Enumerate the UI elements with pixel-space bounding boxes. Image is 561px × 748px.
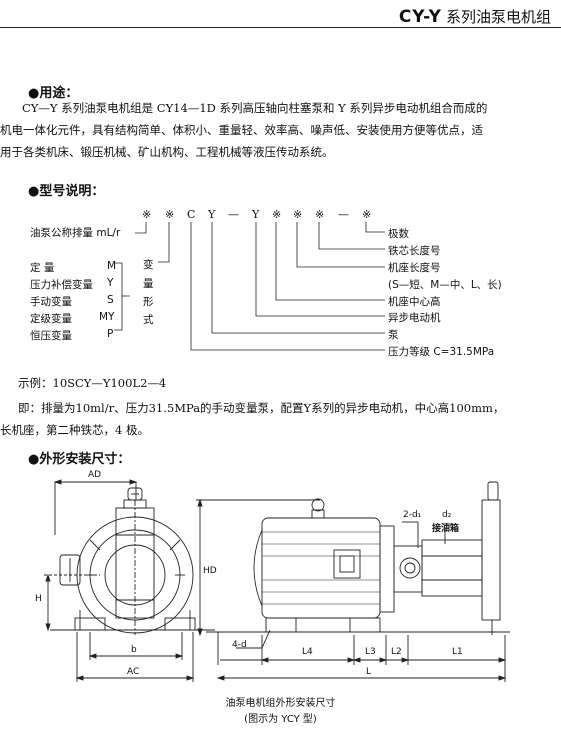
- dim-label-oil-box: 接油箱: [432, 524, 460, 534]
- usage-line: 用于各类机床、锻压机械、矿山机构、工程机械等液压传动系统。: [0, 145, 334, 159]
- variable-type-name: 恒压变量: [30, 330, 72, 342]
- pump-motor-drawing: [44, 479, 510, 682]
- header-title-bold: CY-Y: [398, 7, 442, 27]
- code-meaning-label: 机座长度号: [388, 262, 441, 274]
- variable-type-name: 手动变量: [30, 296, 72, 308]
- code-meaning-label: 极数: [388, 228, 409, 240]
- dim-label-L4: L4: [302, 647, 313, 657]
- example-label: 示例：10SCY—Y100L2—4: [18, 376, 167, 390]
- example-line: 即：排量为10ml/r、压力31.5MPa的手动变量泵，配置Y系列的异步电动机，…: [18, 401, 505, 415]
- variable-type-code: MY: [99, 311, 115, 323]
- code-char: ※: [165, 208, 175, 221]
- code-char: ※: [315, 208, 325, 221]
- dim-label-d2: d₂: [442, 510, 452, 520]
- code-meaning-label: 铁芯长度号: [388, 245, 441, 257]
- dim-label-L1: L1: [452, 647, 463, 657]
- dim-label-AD: AD: [88, 470, 102, 480]
- dim-label-L2: L2: [391, 647, 402, 657]
- dim-label-L: L: [366, 667, 372, 677]
- code-meaning-label: 压力等级 C=31.5MPa: [388, 346, 495, 358]
- code-char: —: [228, 208, 239, 221]
- variable-type-code: Y: [107, 277, 114, 289]
- code-char: —: [338, 208, 349, 221]
- usage-paragraph: CY—Y 系列油泵电机组是 CY14—1D 系列高压轴向柱塞泵和 Y 系列异步电…: [0, 97, 488, 163]
- variable-type-code: M: [107, 260, 117, 272]
- variable-type-code: S: [107, 294, 114, 306]
- example-line: 长机座，第二种铁芯，4 极。: [0, 423, 149, 437]
- dim-label-HD: HD: [203, 566, 217, 576]
- dim-label-H: H: [35, 594, 42, 604]
- variable-type-name: 压力补偿变量: [30, 279, 93, 291]
- dim-label-L3: L3: [365, 647, 376, 657]
- variable-type-name: 定级变量: [30, 313, 72, 325]
- dimensions-heading: ●外形安装尺寸：: [28, 452, 131, 467]
- usage-heading: ●用途：: [28, 86, 79, 101]
- code-char: ※: [142, 208, 152, 221]
- code-char: ※: [362, 208, 372, 221]
- variable-type-code: P: [107, 328, 114, 340]
- variable-word-char: 式: [143, 314, 154, 326]
- code-char: ※: [293, 208, 303, 221]
- figure-subcaption: (图示为 YCY 型): [244, 714, 317, 725]
- header-title-rest: 系列油泵电机组: [445, 8, 551, 26]
- usage-line: 机电一体化元件，具有结构简单、体积小、重量轻、效率高、噪声低、安装使用方便等优点…: [0, 123, 483, 137]
- header-rule: [0, 27, 561, 28]
- variable-type-name: 定 量: [30, 262, 55, 274]
- dim-label-2-d1: 2-d₁: [403, 510, 422, 520]
- code-meaning-label: 泵: [388, 329, 399, 341]
- displacement-label: 油泵公称排量 mL/r: [30, 227, 121, 239]
- code-char: Y: [208, 208, 216, 221]
- figure-caption: 油泵电机组外形安装尺寸: [225, 698, 336, 709]
- variable-word-char: 形: [143, 296, 154, 308]
- code-meaning-label: 异步电动机: [388, 312, 441, 324]
- code-char: ※: [272, 208, 282, 221]
- model-code-leader-lines: [114, 222, 385, 351]
- usage-line: CY—Y 系列油泵电机组是 CY14—1D 系列高压轴向柱塞泵和 Y 系列异步电…: [22, 101, 488, 115]
- code-meaning-label: 机座中心高: [388, 296, 441, 308]
- code-char: C: [187, 208, 196, 221]
- dim-label-AC: AC: [127, 667, 140, 677]
- example-description: 即：排量为10ml/r、压力31.5MPa的手动变量泵，配置Y系列的异步电动机，…: [0, 397, 504, 441]
- model-heading: ●型号说明：: [28, 184, 105, 199]
- dim-label-b: b: [131, 645, 137, 655]
- code-meaning-label: (S—短、M—中、L、长): [388, 279, 502, 291]
- dim-label-4-d: 4-d: [232, 640, 247, 650]
- variable-word-char: 量: [143, 278, 154, 290]
- code-char: Y: [252, 208, 260, 221]
- variable-word-char: 变: [143, 259, 154, 271]
